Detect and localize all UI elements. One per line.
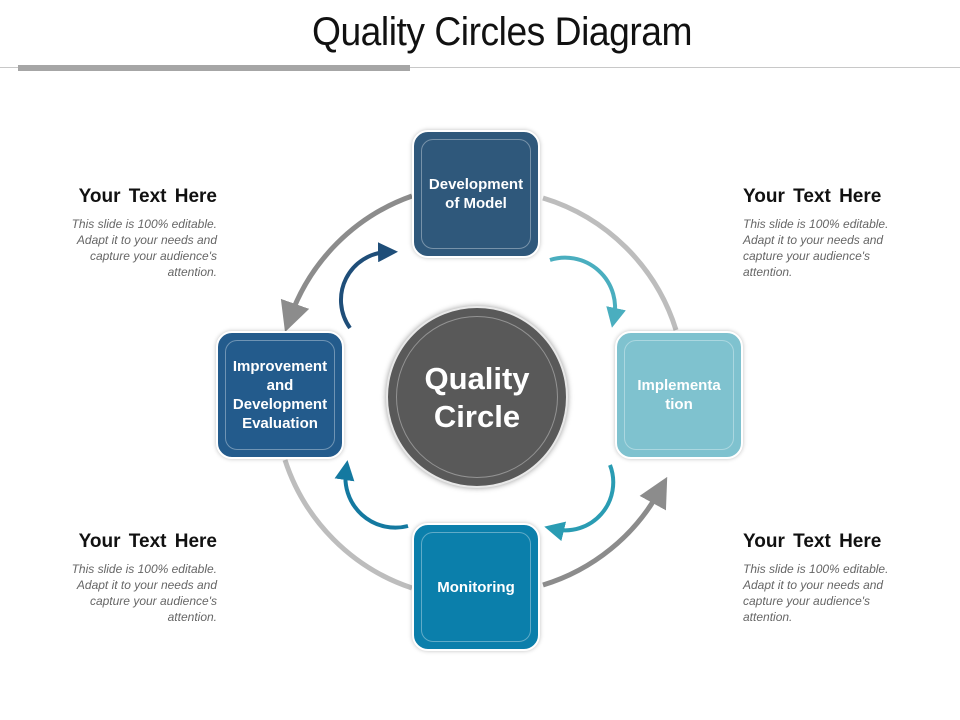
step-label: Development of Model [428, 176, 524, 212]
step-label: Monitoring [437, 578, 515, 596]
text-block-top-right: Your Text Here This slide is 100% editab… [743, 186, 943, 280]
outer-arc-top-right [542, 195, 679, 331]
step-inner-frame: Implementa tion [624, 340, 734, 450]
text-block-heading: Your Text Here [743, 186, 882, 207]
inner-arrow-bottom-left [334, 460, 409, 530]
title-divider [0, 67, 960, 68]
outer-arc-bottom-left [282, 459, 413, 591]
slide-title: Quality Circles Diagram [311, 10, 692, 54]
hub-label-line2: Circle [433, 399, 521, 434]
step-monitoring[interactable]: Monitoring [412, 523, 540, 651]
outer-arc-bottom-right [542, 476, 668, 588]
step-inner-frame: Monitoring [421, 532, 531, 642]
hub-label: Quality Circle [388, 360, 566, 436]
text-block-body: This slide is 100% editable. Adapt it to… [71, 562, 217, 624]
step-improvement-evaluation[interactable]: Improvement and Development Evaluation [216, 331, 344, 459]
text-block-heading: Your Text Here [78, 531, 217, 552]
inner-arrow-bottom-right [544, 464, 616, 542]
quality-circle-hub[interactable]: Quality Circle [386, 306, 568, 488]
text-block-top-left: Your Text Here This slide is 100% editab… [17, 186, 217, 280]
text-block-bottom-left: Your Text Here This slide is 100% editab… [17, 531, 217, 625]
step-implementation[interactable]: Implementa tion [615, 331, 743, 459]
step-inner-frame: Improvement and Development Evaluation [225, 340, 335, 450]
title-accent-bar [18, 65, 410, 71]
outer-arc-top-left [280, 193, 413, 333]
inner-arrow-top-left [339, 242, 398, 330]
step-inner-frame: Development of Model [421, 139, 531, 249]
text-block-bottom-right: Your Text Here This slide is 100% editab… [743, 531, 943, 625]
hub-inner-ring [396, 316, 558, 478]
text-block-body: This slide is 100% editable. Adapt it to… [743, 217, 889, 279]
step-label: Improvement and Development Evaluation [232, 358, 328, 432]
hub-label-line1: Quality [424, 361, 530, 396]
text-block-heading: Your Text Here [78, 186, 217, 207]
inner-arrow-top-right [549, 255, 626, 328]
text-block-body: This slide is 100% editable. Adapt it to… [71, 217, 217, 279]
step-label: Implementa tion [637, 377, 721, 413]
step-development-of-model[interactable]: Development of Model [412, 130, 540, 258]
text-block-heading: Your Text Here [743, 531, 882, 552]
text-block-body: This slide is 100% editable. Adapt it to… [743, 562, 889, 624]
